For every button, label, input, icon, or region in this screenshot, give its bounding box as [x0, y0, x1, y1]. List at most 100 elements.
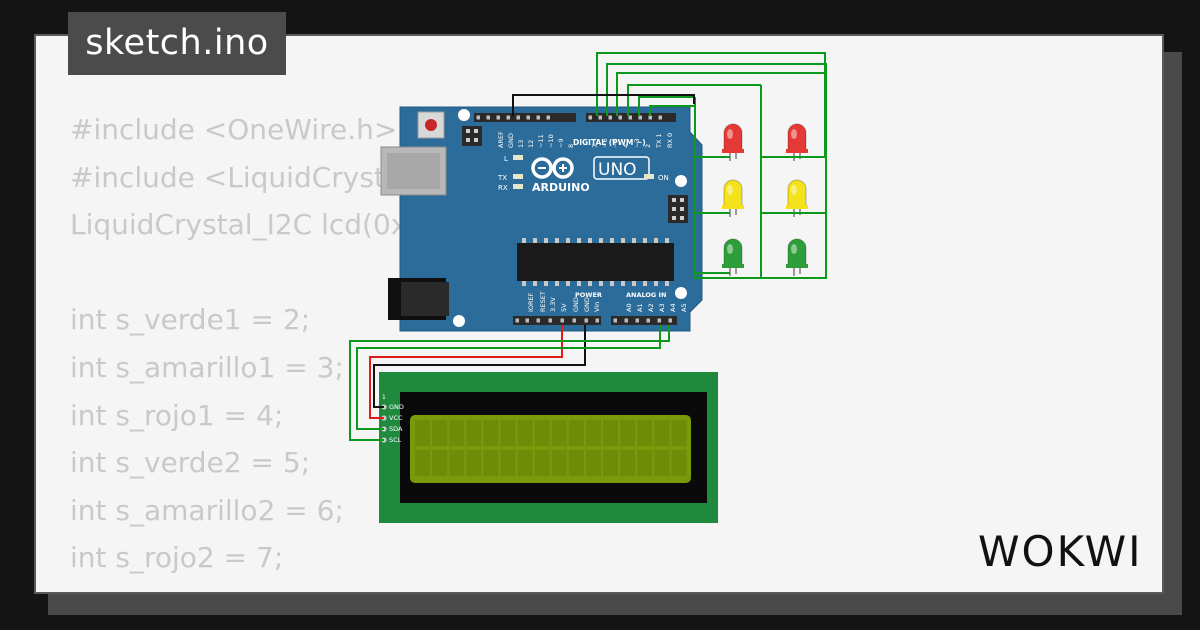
led-highlight: [727, 244, 733, 254]
header-pin[interactable]: [588, 115, 593, 120]
lcd-char-cell: [415, 450, 430, 476]
wokwi-logo-icon: WOKWI: [978, 527, 1141, 576]
header-pin[interactable]: [648, 115, 653, 120]
header-pin[interactable]: [584, 318, 589, 323]
reset-button-cap[interactable]: [425, 119, 437, 131]
power-pin-label: IOREF: [527, 292, 535, 312]
status-led-icon: [513, 184, 523, 189]
led-icon[interactable]: [786, 123, 808, 161]
file-tab[interactable]: sketch.ino: [68, 12, 286, 75]
analog-label: ANALOG IN: [626, 291, 666, 299]
header-pin[interactable]: [536, 115, 541, 120]
header-pin[interactable]: [598, 115, 603, 120]
power-pin-header: [513, 316, 601, 325]
header-pin[interactable]: [657, 318, 662, 323]
wire-led-amarillo2: [606, 63, 827, 214]
header-pin[interactable]: [526, 115, 531, 120]
lcd-char-cell: [483, 450, 499, 476]
chip-leg: [566, 238, 570, 243]
lcd-char-cell: [534, 450, 550, 476]
chip-leg: [621, 281, 625, 286]
header-pin[interactable]: [658, 115, 663, 120]
header-pin[interactable]: [618, 115, 623, 120]
header-pin[interactable]: [546, 115, 551, 120]
power-jack-inner: [401, 282, 449, 316]
lcd-char-cell: [568, 420, 584, 446]
led-array: [722, 123, 808, 276]
header-pin[interactable]: [668, 318, 673, 323]
icsp-header: [668, 195, 688, 223]
led-icon[interactable]: [722, 123, 744, 161]
header-pin[interactable]: [613, 318, 618, 323]
header-pin[interactable]: [515, 318, 520, 323]
header-pin[interactable]: [624, 318, 629, 323]
led-icon[interactable]: [786, 179, 808, 217]
lcd-char-cell: [517, 420, 533, 446]
wire-led-verde2: [616, 72, 827, 279]
header-pin[interactable]: [572, 318, 577, 323]
chip-leg: [643, 281, 647, 286]
code-line: int s_amarillo2 = 6;: [70, 493, 344, 527]
lcd-pin-label: VCC: [389, 414, 403, 422]
analog-pin-label: A5: [680, 303, 688, 312]
header-pin[interactable]: [486, 115, 491, 120]
lcd-module[interactable]: 1 GND VCC SDA SCL: [379, 372, 718, 523]
chip-leg: [599, 281, 603, 286]
digital-pin-label: 4: [622, 144, 630, 148]
header-pin[interactable]: [476, 115, 481, 120]
lcd-cell-grid: [415, 420, 687, 476]
header-pin[interactable]: [628, 115, 633, 120]
led-body: [723, 179, 743, 208]
chip-leg: [632, 281, 636, 286]
lcd-char-cell: [551, 450, 567, 476]
digital-pin-label: 12: [527, 140, 535, 148]
chip-leg: [588, 281, 592, 286]
microcontroller-chip: [517, 238, 674, 286]
header-pin[interactable]: [560, 318, 565, 323]
arduino-brand: ARDUINO: [532, 181, 590, 194]
code-line: int s_amarillo1 = 3;: [70, 350, 344, 384]
header-pin[interactable]: [536, 318, 541, 323]
header-pin[interactable]: [646, 318, 651, 323]
led-icon[interactable]: [722, 179, 744, 217]
header-pin[interactable]: [496, 115, 501, 120]
analog-pin-label: A2: [647, 303, 655, 312]
lcd-char-cell: [620, 450, 636, 476]
wire-led-rojo2: [596, 52, 826, 158]
digital-pin-label: ~9: [557, 138, 565, 148]
mounting-hole: [675, 287, 687, 299]
led-highlight: [727, 129, 733, 139]
digital-pin-label: ~10: [547, 134, 555, 148]
uno-badge: [593, 156, 650, 180]
digital-pin-label: ~6: [601, 138, 609, 148]
chip-leg: [654, 238, 658, 243]
header-pin[interactable]: [595, 318, 600, 323]
wire-lcd-scl: [349, 325, 670, 441]
led-icon[interactable]: [786, 238, 808, 276]
chip-leg: [533, 238, 537, 243]
code-line: int s_rojo1 = 4;: [70, 398, 284, 432]
header-pin[interactable]: [548, 318, 553, 323]
header-pin[interactable]: [635, 318, 640, 323]
lcd-char-cell: [449, 450, 465, 476]
header-pin[interactable]: [516, 115, 521, 120]
led-highlight: [791, 185, 797, 195]
digital-pin-label: 13: [517, 140, 525, 148]
chip-leg: [544, 238, 548, 243]
led-icon[interactable]: [722, 238, 744, 276]
analog-pin-label: A3: [658, 303, 666, 312]
wire-lcd-gnd: [373, 325, 586, 408]
power-label: POWER: [575, 291, 602, 299]
led-label: RX: [498, 184, 508, 192]
led-rim: [786, 205, 808, 209]
lcd-char-cell: [432, 420, 448, 446]
header-pin[interactable]: [506, 115, 511, 120]
header-pin[interactable]: [638, 115, 643, 120]
lcd-char-cell: [551, 420, 567, 446]
lcd-char-cell: [603, 450, 619, 476]
header-pin[interactable]: [525, 318, 530, 323]
header-pin[interactable]: [608, 115, 613, 120]
lcd-char-cell: [671, 420, 687, 446]
